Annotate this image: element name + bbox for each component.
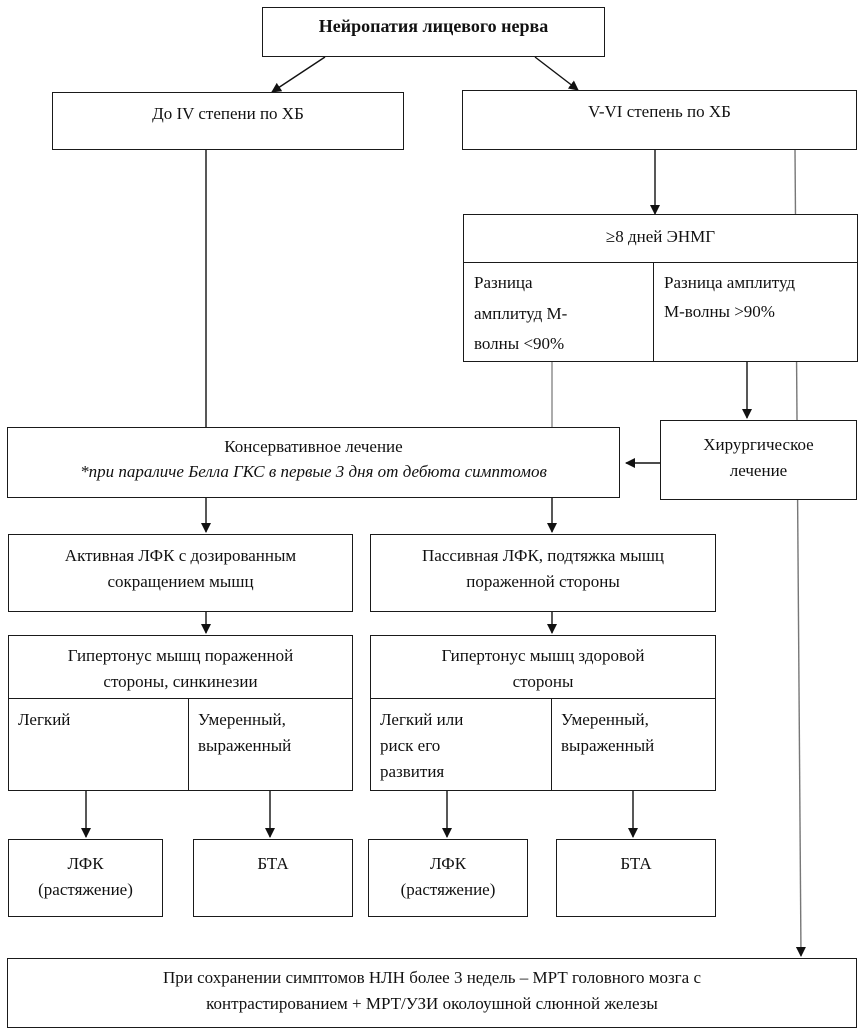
outcome-lfk-left-line1: ЛФК	[67, 854, 104, 873]
enmg-right-line1: Разница амплитуд	[664, 273, 796, 292]
enmg-header: ≥8 дней ЭНМГ	[605, 227, 716, 246]
surgical-box	[660, 420, 857, 500]
branch-right-box	[462, 90, 857, 150]
passive-lfk-box	[370, 534, 716, 612]
conservative-note: *при параличе Белла ГКС в первые 3 дня о…	[80, 462, 547, 481]
hyper-affected-mild: Легкий	[18, 710, 71, 729]
branch-right-label: V-VI степень по ХБ	[588, 102, 731, 121]
outcome-lfk-right-line1: ЛФК	[429, 854, 467, 873]
active-lfk-line1: Активная ЛФК с дозированным	[64, 546, 297, 565]
arrow-root-to-right	[534, 56, 579, 91]
surgical-line1: Хирургическое	[703, 435, 814, 454]
hyper-affected-line2: стороны, синкинезии	[103, 672, 258, 691]
hyper-affected-moderate-line1: Умеренный,	[198, 710, 286, 729]
branch-left-box	[52, 92, 404, 150]
final-line2: контрастированием + МРТ/УЗИ околоушной с…	[206, 994, 658, 1013]
final-line1: При сохранении симптомов НЛН более 3 нед…	[162, 968, 701, 987]
hyper-affected-divider-v	[188, 698, 189, 791]
hyper-healthy-moderate-line2: выраженный	[561, 736, 655, 755]
hyper-healthy-mild-line3: развития	[380, 762, 445, 781]
outcome-bta-left-box	[193, 839, 353, 917]
final-box	[7, 958, 857, 1028]
enmg-divider-v	[653, 262, 654, 362]
outcome-lfk-left-line2: (растяжение)	[38, 880, 133, 899]
enmg-right-line2: М-волны >90%	[664, 302, 775, 321]
hyper-affected-box	[8, 635, 353, 791]
passive-lfk-line1: Пассивная ЛФК, подтяжка мышц	[421, 546, 665, 565]
outcome-bta-left-label: БТА	[257, 854, 289, 873]
enmg-box	[463, 214, 858, 362]
hyper-healthy-mild-line2: риск его	[380, 736, 441, 755]
hyper-affected-moderate-line2: выраженный	[198, 736, 292, 755]
active-lfk-box	[8, 534, 353, 612]
enmg-divider-h	[463, 262, 858, 263]
enmg-left-line1: Разница	[474, 273, 533, 292]
outcome-bta-right-label: БТА	[620, 854, 652, 873]
hyper-healthy-moderate-line1: Умеренный,	[561, 710, 649, 729]
hyper-healthy-line1: Гипертонус мышц здоровой	[441, 646, 645, 665]
hyper-healthy-divider-v	[551, 698, 552, 791]
passive-lfk-line2: пораженной стороны	[466, 572, 620, 591]
hyper-healthy-mild-line1: Легкий или	[380, 710, 464, 729]
root-title: Нейропатия лицевого нерва	[318, 16, 549, 36]
outcome-lfk-left-box	[8, 839, 163, 917]
surgical-line2: лечение	[729, 461, 788, 480]
root-box	[262, 7, 605, 57]
hyper-healthy-line2: стороны	[512, 672, 574, 691]
active-lfk-line2: сокращением мышц	[107, 572, 254, 591]
hyper-affected-divider-h	[8, 698, 353, 699]
conservative-title: Консервативное лечение	[224, 437, 403, 456]
hyper-healthy-box	[370, 635, 716, 791]
enmg-left-line3: волны <90%	[474, 334, 565, 353]
enmg-left-line2: амплитуд М-	[474, 304, 568, 323]
outcome-lfk-right-line2: (растяжение)	[400, 880, 496, 899]
outcome-lfk-right-box	[368, 839, 528, 917]
hyper-affected-line1: Гипертонус мышц пораженной	[67, 646, 294, 665]
outcome-bta-right-box	[556, 839, 716, 917]
arrow-root-to-left	[271, 56, 326, 93]
branch-left-label: До IV степени по ХБ	[152, 104, 304, 123]
conservative-box	[7, 427, 620, 498]
hyper-healthy-divider-h	[370, 698, 716, 699]
